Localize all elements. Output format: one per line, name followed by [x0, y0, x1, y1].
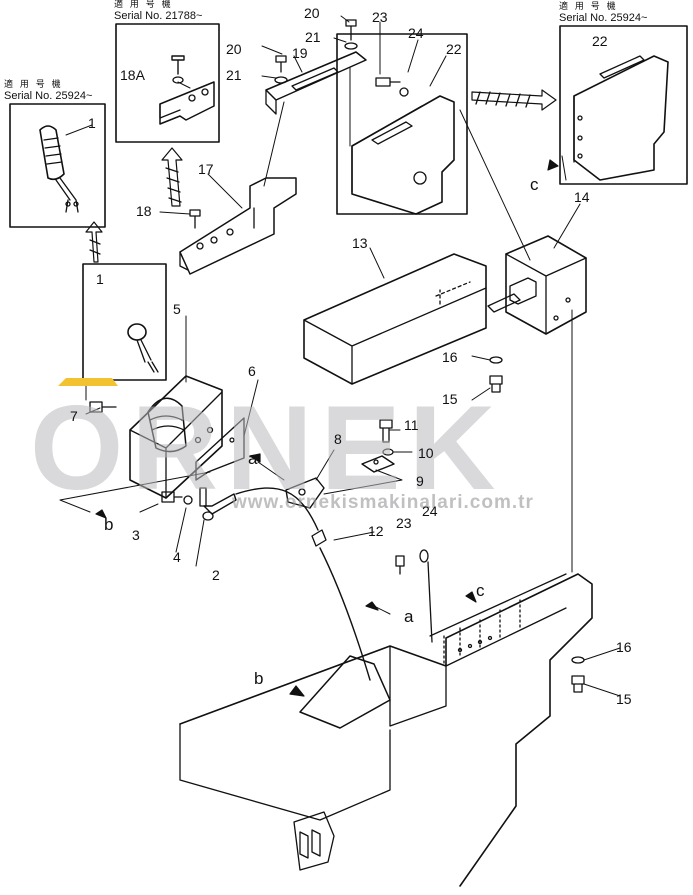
part-number-23-lower: 23 — [396, 515, 412, 531]
control-box-22 — [351, 77, 455, 215]
clamp-9 — [361, 455, 395, 473]
part-number-18a: 18A — [120, 67, 145, 83]
inset-box-left — [9, 103, 106, 228]
reference-letter-b-lower: b — [254, 669, 264, 688]
part-number-17: 17 — [198, 161, 214, 177]
part-number-16-lower: 16 — [616, 639, 632, 655]
bolt-15-washer-16-lower — [571, 656, 585, 693]
part-number-3: 3 — [132, 527, 140, 543]
hatched-arrow-up-left — [85, 221, 103, 263]
inset-box-top-right — [559, 25, 688, 185]
part-number-7: 7 — [70, 408, 78, 424]
plate-19 — [265, 51, 367, 115]
part-number-8: 8 — [334, 431, 342, 447]
part-number-1-knob: 1 — [96, 271, 104, 287]
serial-label-left: 適 用 号 機 Serial No. 25924~ — [4, 80, 93, 103]
control-lever-grip — [39, 125, 79, 213]
bracket-8 — [285, 477, 325, 509]
plate-6 — [195, 417, 245, 481]
part-number-19: 19 — [292, 45, 308, 61]
watermark-accent — [58, 378, 118, 386]
cover-13 — [303, 253, 487, 385]
part-number-15-upper: 15 — [442, 391, 458, 407]
part-number-2: 2 — [212, 567, 220, 583]
part-number-11: 11 — [404, 417, 419, 433]
part-number-1-grip: 1 — [88, 115, 96, 131]
bolt-11-washer-10 — [379, 419, 394, 456]
part-number-9: 9 — [416, 473, 424, 489]
part-number-14: 14 — [574, 189, 590, 205]
part-number-22-center: 22 — [446, 41, 462, 57]
part-number-23-upper: 23 — [372, 9, 388, 25]
inset-box-top-left — [115, 23, 220, 143]
part-number-22-inset: 22 — [592, 33, 608, 49]
serial-label-top-left: 適 用 号 機 Serial No. 21788~ — [114, 0, 203, 23]
reference-letter-a-upper: a — [248, 449, 258, 468]
part-number-12: 12 — [368, 523, 384, 539]
part-number-18: 18 — [136, 203, 152, 219]
bracket-17 — [179, 177, 297, 275]
bolt-20-washer-21 — [274, 19, 358, 84]
reference-letter-a-lower: a — [404, 607, 414, 626]
floor-frame — [179, 573, 593, 887]
hatched-arrow-up-top-left — [161, 147, 183, 207]
bolt-23-washer-24-lower — [395, 549, 433, 643]
inset-box-lever-small — [82, 263, 167, 381]
part-number-10: 10 — [418, 445, 434, 461]
watermark-url: www.ornekismakinalari.com.tr — [232, 492, 534, 513]
hatched-arrow-right — [471, 89, 557, 111]
reference-letter-b-upper: b — [104, 515, 114, 534]
bracket-18a — [159, 55, 215, 125]
control-box-22-inset — [573, 55, 669, 181]
part-number-21-right: 21 — [305, 29, 321, 45]
lever-link-2 — [199, 487, 237, 521]
part-number-15-lower: 15 — [616, 691, 632, 707]
part-number-4: 4 — [173, 549, 181, 565]
reference-arrows — [95, 159, 559, 697]
part-number-20-left: 20 — [226, 41, 242, 57]
part-number-16-upper: 16 — [442, 349, 458, 365]
bolt-7 — [89, 401, 117, 413]
part-number-6: 6 — [248, 363, 256, 379]
serial-label-top-right: 適 用 号 機 Serial No. 25924~ — [559, 2, 648, 25]
part-number-13: 13 — [352, 235, 368, 251]
part-number-24-lower: 24 — [422, 503, 438, 519]
part-number-21-left: 21 — [226, 67, 242, 83]
cable-12 — [235, 487, 371, 681]
guide-lines — [59, 67, 573, 615]
part-number-5: 5 — [173, 301, 181, 317]
reference-letter-c-upper: c — [530, 175, 539, 194]
bolt-18 — [189, 209, 201, 229]
part-number-24-upper: 24 — [408, 25, 424, 41]
switch-box-14 — [487, 235, 587, 335]
bolt-3-washer-4 — [161, 491, 193, 505]
leader-lines — [65, 15, 621, 697]
control-lever-knob — [127, 323, 159, 373]
watermark-logo: ORNEK — [30, 381, 504, 515]
part-number-20-right: 20 — [304, 5, 320, 21]
reference-letter-c-lower: c — [476, 581, 485, 600]
